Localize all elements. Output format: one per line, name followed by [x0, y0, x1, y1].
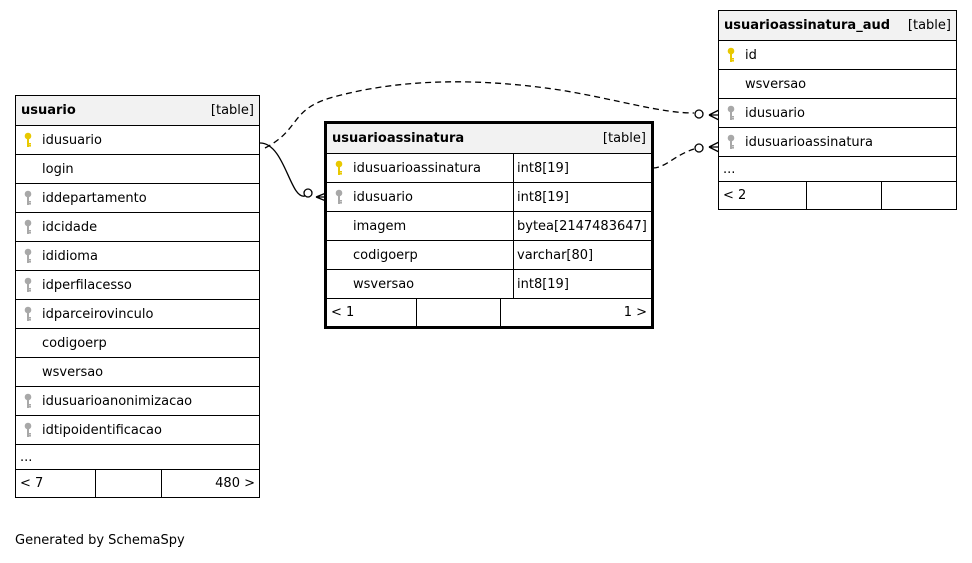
more-columns: ...: [719, 157, 956, 182]
foreign-key-icon: [16, 190, 40, 206]
column-name: idusuario: [353, 189, 413, 205]
column-name: wsversao: [745, 76, 807, 92]
column-row[interactable]: idparceirovinculo: [16, 300, 259, 329]
foreign-key-icon: [719, 105, 743, 121]
foreign-key-icon: [16, 277, 40, 293]
column-datatype: int8[19]: [513, 154, 651, 182]
column-row[interactable]: codigoerp: [16, 329, 259, 358]
column-row[interactable]: login: [16, 155, 259, 184]
table-header[interactable]: usuarioassinatura [table]: [327, 124, 651, 154]
children-count[interactable]: 480 >: [215, 476, 255, 491]
column-row[interactable]: idusuarioassinatura int8[19]: [327, 154, 651, 183]
primary-key-icon: [719, 47, 743, 63]
parents-count[interactable]: < 1: [327, 299, 417, 326]
column-row[interactable]: wsversao: [719, 70, 956, 99]
column-name: idusuario: [42, 132, 102, 148]
children-count[interactable]: 1 >: [623, 305, 647, 320]
column-name: login: [42, 161, 74, 177]
table-name: usuarioassinatura: [332, 131, 465, 146]
column-row[interactable]: imagem bytea[2147483647]: [327, 212, 651, 241]
table-name: usuario: [21, 103, 76, 118]
foreign-key-icon: [16, 219, 40, 235]
foreign-key-icon: [327, 189, 351, 205]
foreign-key-icon: [16, 248, 40, 264]
table-footer: < 7 480 >: [16, 470, 259, 497]
foreign-key-icon: [719, 134, 743, 150]
column-row[interactable]: ididioma: [16, 242, 259, 271]
table-footer: < 2: [719, 182, 956, 209]
primary-key-icon: [16, 132, 40, 148]
relationship-crowfoot: [708, 141, 720, 153]
column-datatype: int8[19]: [513, 183, 651, 211]
table-type: [table]: [907, 18, 951, 33]
children-count[interactable]: [882, 182, 956, 209]
column-name: wsversao: [353, 276, 415, 292]
relationship-usuario-usuarioassinatura: [259, 142, 306, 197]
column-name: idperfilacesso: [42, 277, 132, 293]
foreign-key-icon: [16, 393, 40, 409]
column-row[interactable]: idtipoidentificacao: [16, 416, 259, 445]
table-type: [table]: [210, 103, 254, 118]
column-name: idparceirovinculo: [42, 306, 154, 322]
footer-middle: [807, 182, 882, 209]
column-name: id: [745, 47, 757, 63]
column-name: idusuarioanonimizacao: [42, 393, 193, 409]
column-name: imagem: [353, 218, 407, 234]
column-name: ididioma: [42, 248, 98, 264]
relationship-optional-marker: [694, 109, 704, 119]
relationship-usuarioassinatura-usuarioassinatura-aud: [652, 148, 695, 169]
relationship-optional-marker: [303, 188, 313, 198]
column-row[interactable]: idusuario: [719, 99, 956, 128]
column-name: idusuarioassinatura: [745, 134, 873, 150]
column-name: wsversao: [42, 364, 104, 380]
relationship-optional-marker: [694, 143, 704, 153]
column-row[interactable]: idusuarioanonimizacao: [16, 387, 259, 416]
column-row[interactable]: codigoerp varchar[80]: [327, 241, 651, 270]
column-row[interactable]: idusuarioassinatura: [719, 128, 956, 157]
footer-middle: [417, 299, 501, 326]
column-row[interactable]: idperfilacesso: [16, 271, 259, 300]
column-name: idusuarioassinatura: [353, 160, 481, 176]
table-usuarioassinatura-aud[interactable]: usuarioassinatura_aud [table] id wsversao…: [718, 10, 957, 210]
column-row[interactable]: id: [719, 41, 956, 70]
column-name: idusuario: [745, 105, 805, 121]
table-type: [table]: [602, 131, 646, 146]
table-header[interactable]: usuarioassinatura_aud [table]: [719, 11, 956, 41]
column-name: codigoerp: [353, 247, 418, 263]
table-header[interactable]: usuario [table]: [16, 96, 259, 126]
footer-middle: [96, 470, 162, 497]
column-row[interactable]: idusuario: [16, 126, 259, 155]
column-name: idtipoidentificacao: [42, 422, 162, 438]
more-columns: ...: [16, 445, 259, 470]
column-datatype: int8[19]: [513, 270, 651, 298]
table-usuarioassinatura[interactable]: usuarioassinatura [table] idusuarioassin…: [324, 121, 654, 329]
primary-key-icon: [327, 160, 351, 176]
column-name: codigoerp: [42, 335, 107, 351]
table-footer: < 1 1 >: [327, 299, 651, 326]
generated-by-label: Generated by SchemaSpy: [15, 533, 185, 548]
column-row[interactable]: iddepartamento: [16, 184, 259, 213]
column-datatype: bytea[2147483647]: [513, 212, 651, 240]
parents-count[interactable]: < 7: [16, 470, 96, 497]
column-datatype: varchar[80]: [513, 241, 651, 269]
column-row[interactable]: wsversao int8[19]: [327, 270, 651, 299]
column-list: id wsversao idusuario idusuarioassinatura: [719, 41, 956, 157]
column-row[interactable]: idusuario int8[19]: [327, 183, 651, 212]
table-name: usuarioassinatura_aud: [724, 18, 891, 33]
column-row[interactable]: wsversao: [16, 358, 259, 387]
table-usuario[interactable]: usuario [table] idusuario login iddepartam…: [15, 95, 260, 498]
column-name: iddepartamento: [42, 190, 147, 206]
relationship-crowfoot: [708, 109, 720, 121]
foreign-key-icon: [16, 422, 40, 438]
column-row[interactable]: idcidade: [16, 213, 259, 242]
parents-count[interactable]: < 2: [719, 182, 807, 209]
column-list: idusuarioassinatura int8[19] idusuario int8…: [327, 154, 651, 299]
column-name: idcidade: [42, 219, 98, 235]
column-list: idusuario login iddepartamento idcidade idid…: [16, 126, 259, 445]
foreign-key-icon: [16, 306, 40, 322]
relationship-usuario-usuarioassinatura-aud: [264, 81, 695, 149]
